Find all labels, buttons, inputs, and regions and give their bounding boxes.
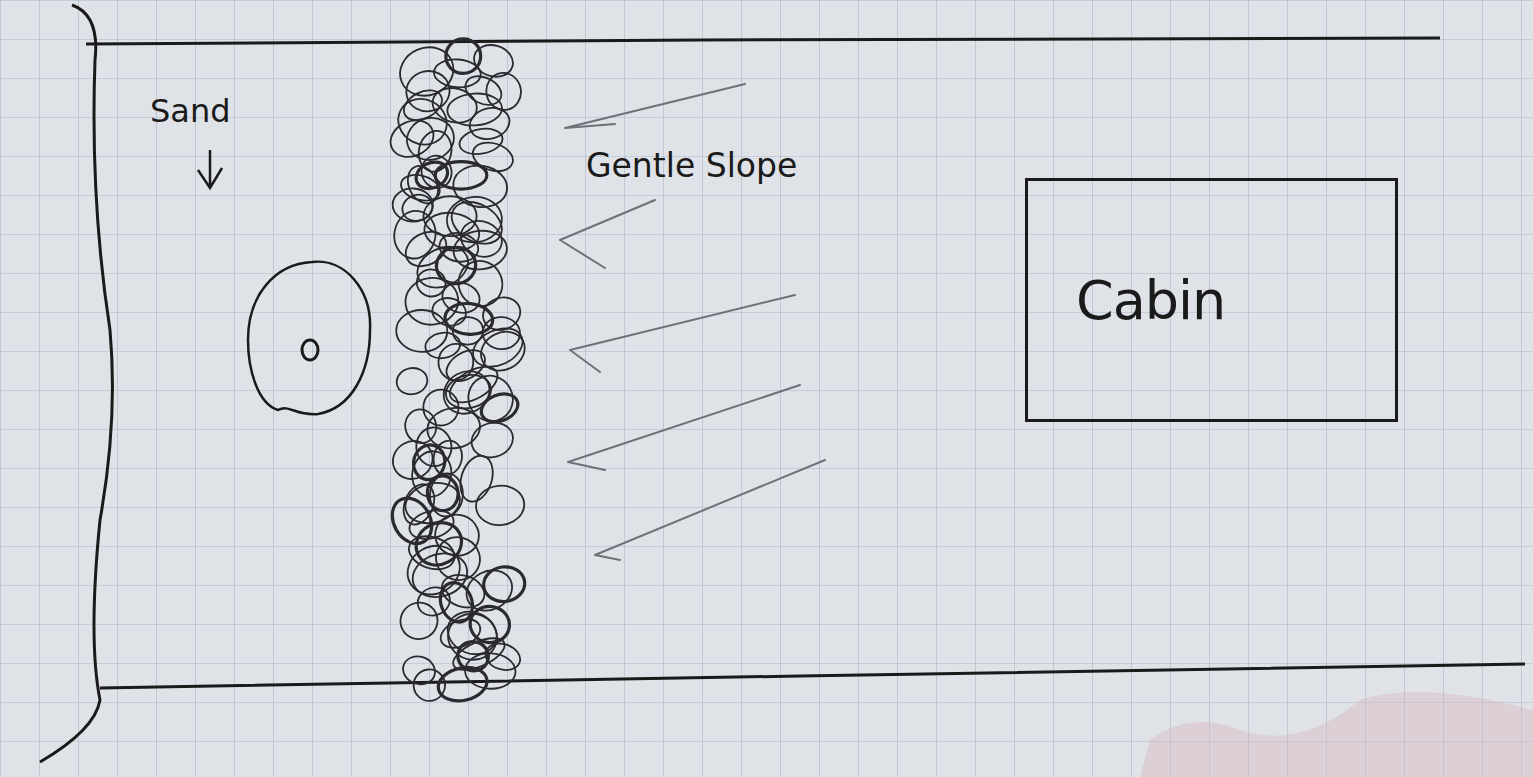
stone [414, 583, 454, 620]
stone [394, 597, 443, 646]
stone [474, 483, 526, 527]
stone [467, 418, 517, 463]
slope-arrow [560, 200, 655, 268]
stone [444, 302, 494, 337]
fire-pit [248, 262, 370, 415]
slope-arrow [570, 295, 795, 372]
bottom-boundary [100, 664, 1525, 688]
slope-arrows [560, 84, 825, 560]
top-boundary [86, 38, 1440, 44]
stone [461, 71, 506, 111]
slope-arrow [565, 84, 745, 128]
stone [464, 652, 516, 689]
stone [477, 389, 522, 427]
stone [418, 152, 456, 192]
area-label: Sand [150, 92, 231, 130]
stone [435, 663, 490, 705]
slope-arrow [595, 460, 825, 560]
stone [457, 125, 504, 157]
stone [443, 609, 501, 665]
cabin-box: Cabin [1025, 178, 1398, 422]
stone-wall [384, 39, 531, 706]
stone [467, 321, 529, 374]
slope-label: Gentle Slope [586, 146, 797, 185]
stone [394, 365, 429, 397]
stone [455, 215, 507, 263]
stain [1140, 692, 1533, 777]
stone [446, 92, 503, 127]
stone [444, 359, 503, 409]
stone [403, 275, 461, 328]
stone [430, 438, 465, 478]
sand-arrow [198, 150, 222, 188]
stone [391, 208, 439, 262]
stone [400, 225, 453, 273]
stone [455, 452, 498, 506]
shoreline [40, 5, 112, 762]
slope-arrow [568, 385, 800, 470]
stone [405, 531, 459, 575]
stone [425, 474, 460, 512]
stone [413, 668, 447, 702]
stone [474, 324, 531, 377]
stone [482, 564, 527, 604]
stone [436, 363, 497, 422]
stone [446, 39, 481, 74]
stone [451, 315, 485, 346]
stone [402, 407, 439, 446]
stone [430, 295, 469, 329]
stone [399, 536, 469, 603]
stone [483, 70, 524, 113]
stone [396, 309, 448, 352]
cabin-label: Cabin [1076, 269, 1225, 332]
stone [398, 480, 440, 530]
stone [469, 138, 516, 176]
pit-center [302, 340, 318, 360]
stone [434, 244, 479, 287]
stone [466, 103, 513, 143]
